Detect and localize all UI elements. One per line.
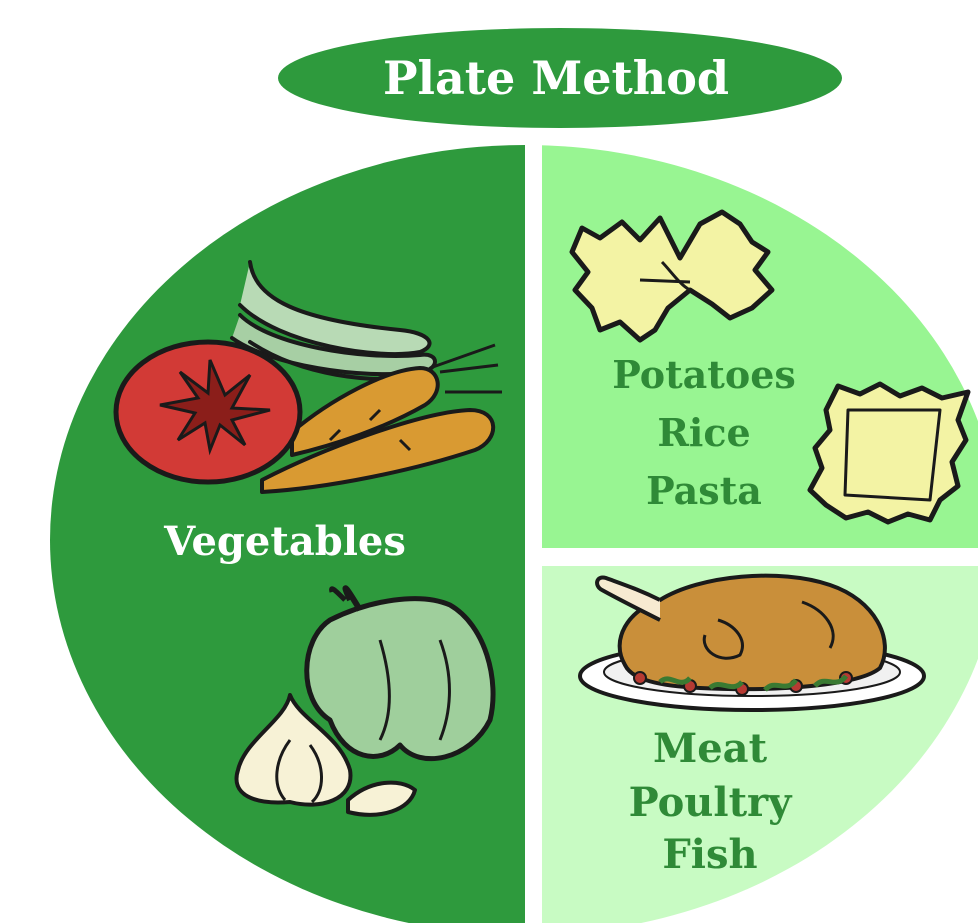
protein-label-poultry: Poultry: [629, 779, 794, 826]
tomato-icon: [116, 342, 300, 482]
protein-label-fish: Fish: [662, 831, 757, 878]
starch-label-potatoes: Potatoes: [612, 352, 796, 397]
title-banner: Plate Method: [278, 28, 842, 128]
page-title: Plate Method: [383, 51, 729, 105]
starch-label-pasta: Pasta: [646, 468, 762, 513]
protein-label-meat: Meat: [653, 725, 768, 772]
vegetables-label: Vegetables: [163, 518, 406, 565]
starch-label-rice: Rice: [657, 410, 750, 455]
